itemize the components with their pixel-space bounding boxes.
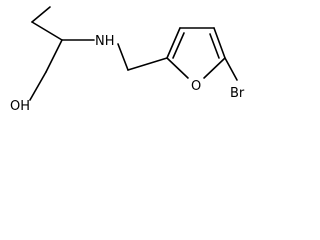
bond-furan-c4-c5-double — [209, 33, 220, 59]
bond-furan-c5-o — [203, 57, 226, 79]
bond-ethyl-ch2 — [31, 21, 63, 41]
bond-ch2-to-oh — [29, 71, 47, 101]
bond-furan-c4-c5 — [213, 27, 226, 59]
bond-ethyl-terminal — [31, 6, 51, 23]
bromine-label: Br — [230, 86, 245, 101]
amine-label: NH — [95, 34, 115, 49]
bond-furan-c2-c3-double — [172, 32, 185, 59]
molecule-canvas: OH NH O Br — [0, 0, 269, 125]
bond-ch-to-ch2 — [45, 39, 63, 73]
bond-nh-to-ch2 — [117, 43, 129, 71]
ring-oxygen-label: O — [191, 79, 201, 94]
bond-ch2-to-furan — [127, 57, 168, 71]
bond-furan-o-c2 — [166, 57, 189, 79]
hydroxyl-label: OH — [10, 99, 30, 114]
bond-furan-c2-c3 — [166, 27, 181, 59]
molecule-diagram: OH NH O Br — [10, 6, 245, 114]
bond-c5-to-br — [224, 57, 238, 81]
